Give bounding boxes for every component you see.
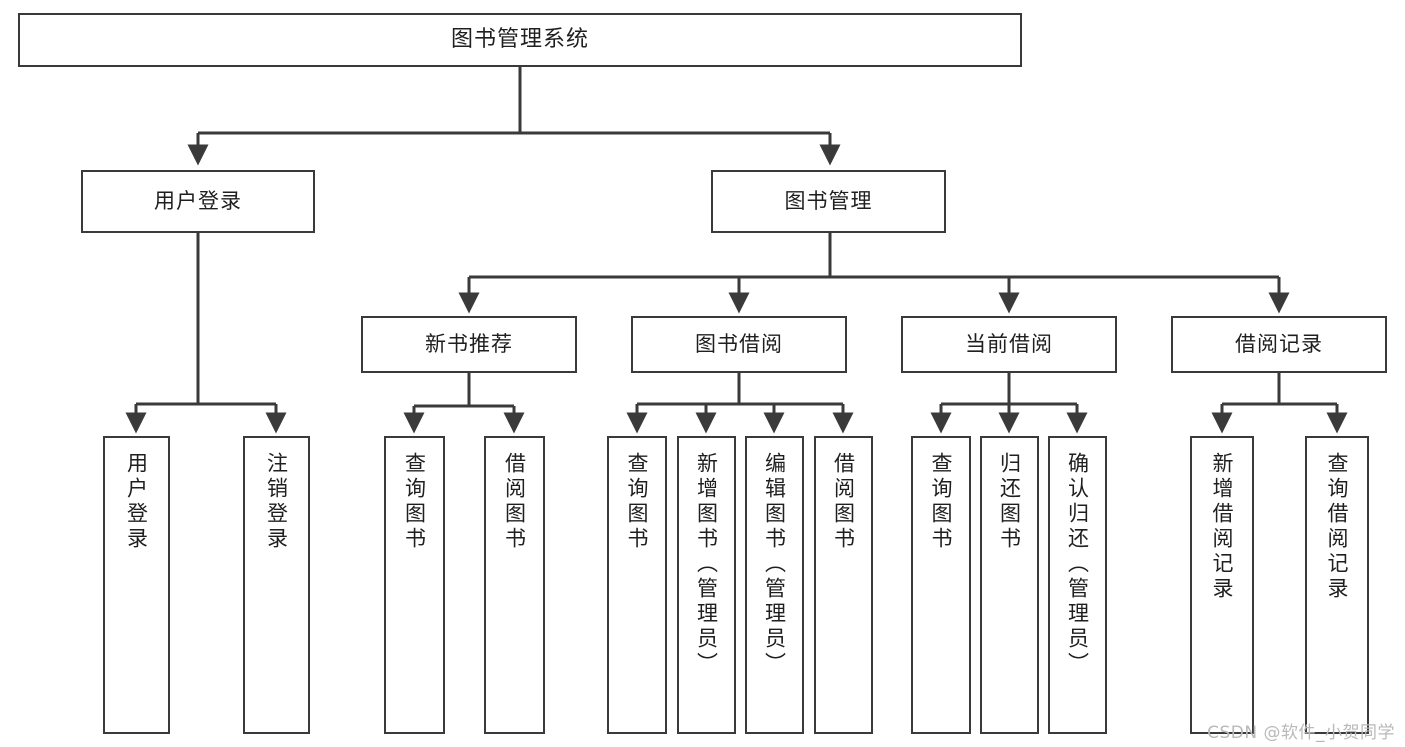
leaf-query-borrow-record[interactable]: 查询借阅记录	[1305, 436, 1369, 734]
node-current-borrow-label: 当前借阅	[965, 332, 1053, 357]
csdn-watermark: CSDN @软件_小贺同学	[1207, 723, 1395, 743]
node-user-login-label: 用户登录	[154, 189, 242, 214]
node-book-borrow-label: 图书借阅	[695, 332, 783, 357]
node-root[interactable]: 图书管理系统	[18, 13, 1022, 67]
leaf-user-login-label: 用户登录	[124, 452, 149, 552]
leaf-borrow-book[interactable]: 借阅图书	[814, 436, 873, 734]
leaf-return-book-label: 归还图书	[997, 452, 1022, 552]
node-user-login[interactable]: 用户登录	[81, 170, 315, 233]
leaf-user-logout-label: 注销登录	[264, 452, 289, 552]
leaf-borrow-book-recommend[interactable]: 借阅图书	[484, 436, 545, 734]
leaf-query-book-recommend[interactable]: 查询图书	[384, 436, 445, 734]
node-book-manage[interactable]: 图书管理	[711, 170, 946, 233]
node-book-borrow[interactable]: 图书借阅	[631, 316, 847, 373]
leaf-query-book-recommend-label: 查询图书	[402, 452, 427, 552]
leaf-user-logout[interactable]: 注销登录	[243, 436, 310, 734]
leaf-query-book-borrow-label: 查询图书	[625, 452, 650, 552]
leaf-query-borrow-record-label: 查询借阅记录	[1325, 452, 1350, 602]
leaf-borrow-book-label: 借阅图书	[831, 452, 856, 552]
leaf-add-borrow-record[interactable]: 新增借阅记录	[1190, 436, 1254, 734]
node-root-label: 图书管理系统	[450, 27, 589, 53]
leaf-return-book[interactable]: 归还图书	[980, 436, 1039, 734]
leaf-query-book-current-label: 查询图书	[929, 452, 954, 552]
node-borrow-record-label: 借阅记录	[1235, 332, 1323, 357]
leaf-query-book-borrow[interactable]: 查询图书	[607, 436, 667, 734]
leaf-add-book-label: 新增图书（管理员）	[694, 452, 719, 677]
leaf-add-borrow-record-label: 新增借阅记录	[1210, 452, 1235, 602]
leaf-add-book[interactable]: 新增图书（管理员）	[677, 436, 736, 734]
leaf-borrow-book-recommend-label: 借阅图书	[502, 452, 527, 552]
leaf-query-book-current[interactable]: 查询图书	[911, 436, 971, 734]
leaf-user-login[interactable]: 用户登录	[103, 436, 170, 734]
leaf-confirm-return-label: 确认归还（管理员）	[1065, 452, 1090, 677]
node-new-book-recommend-label: 新书推荐	[425, 332, 513, 357]
leaf-confirm-return[interactable]: 确认归还（管理员）	[1048, 436, 1107, 734]
node-borrow-record[interactable]: 借阅记录	[1171, 316, 1387, 373]
leaf-edit-book[interactable]: 编辑图书（管理员）	[745, 436, 804, 734]
node-new-book-recommend[interactable]: 新书推荐	[361, 316, 577, 373]
node-current-borrow[interactable]: 当前借阅	[901, 316, 1117, 373]
node-book-manage-label: 图书管理	[784, 189, 873, 214]
leaf-edit-book-label: 编辑图书（管理员）	[762, 452, 787, 677]
